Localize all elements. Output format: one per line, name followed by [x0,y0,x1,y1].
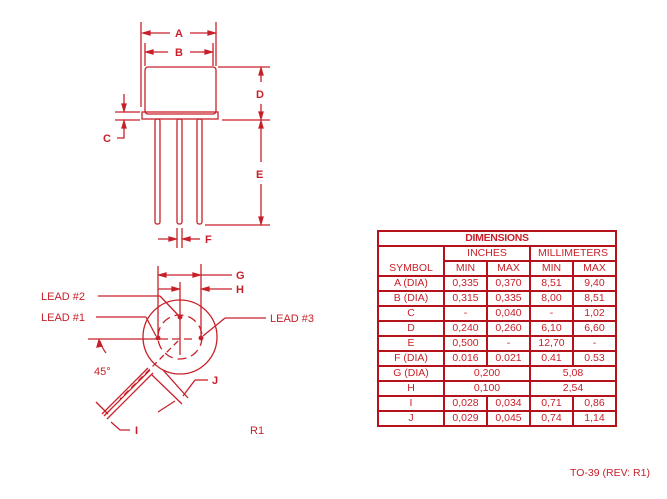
row-symbol: E [377,335,445,352]
table-row: C - 0,040 - 1,02 [377,305,617,322]
dimensions-table: DIMENSIONS SYMBOL INCHES MILLIMETERS MIN… [377,230,617,427]
cell-mm-min: 0,74 [529,410,574,427]
cell-in-max: 0,034 [486,395,531,412]
label-lead-1: LEAD #1 [41,312,85,324]
cell-in-max: 0,370 [486,275,531,292]
millimeters-header: MILLIMETERS [529,245,617,262]
package-bottom-view [88,264,266,431]
table-row: F (DIA) 0.016 0.021 0.41 0.53 [377,350,617,367]
symbol-header: SYMBOL [377,245,445,277]
mm-min-header: MIN [529,260,574,277]
mm-max-header: MAX [572,260,617,277]
label-lead-3: LEAD #3 [270,313,314,325]
table-row: H 0,100 2,54 [377,380,617,397]
cell-mm-span: 2,54 [529,380,617,397]
label-e: E [256,169,263,181]
cell-in-min: 0,029 [443,410,488,427]
cell-in-max: 0,260 [486,320,531,337]
table-title: DIMENSIONS [377,230,617,247]
cell-mm-min: 8,00 [529,290,574,307]
cell-mm-min: 0.41 [529,350,574,367]
row-symbol: I [377,395,445,412]
cell-mm-max: 9,40 [572,275,617,292]
label-b: B [175,47,183,59]
label-j: J [212,375,218,387]
cell-mm-max: 8,51 [572,290,617,307]
cell-in-span: 0,100 [443,380,531,397]
row-symbol: A (DIA) [377,275,445,292]
cell-in-min: 0,028 [443,395,488,412]
row-symbol: J [377,410,445,427]
cell-mm-min: - [529,305,574,322]
label-g: G [236,270,245,282]
package-body-side-view [141,66,219,225]
package-revision-note: TO-39 (REV: R1) [570,467,650,479]
label-d: D [256,89,264,101]
inches-min-header: MIN [443,260,488,277]
label-c: C [103,133,111,145]
dimension-a [140,22,218,107]
table-row: I 0,028 0,034 0,71 0,86 [377,395,617,412]
dimension-e [205,118,270,227]
cell-mm-max: - [572,335,617,352]
dimension-d [218,65,270,122]
cell-in-min: 0,240 [443,320,488,337]
table-row: B (DIA) 0,315 0,335 8,00 8,51 [377,290,617,307]
cell-mm-max: 1,02 [572,305,617,322]
cell-in-max: 0.021 [486,350,531,367]
cell-in-span: 0,200 [443,365,531,382]
row-symbol: F (DIA) [377,350,445,367]
dimension-f [158,228,200,248]
cell-mm-min: 6,10 [529,320,574,337]
cell-mm-min: 0,71 [529,395,574,412]
cell-in-min: 0.016 [443,350,488,367]
table-row: D 0,240 0,260 6,10 6,60 [377,320,617,337]
row-symbol: D [377,320,445,337]
label-lead-2: LEAD #2 [41,291,85,303]
cell-mm-max: 0.53 [572,350,617,367]
label-i: I [135,425,138,437]
label-h: H [236,284,244,296]
cell-in-max: 0,040 [486,305,531,322]
cell-in-max: - [486,335,531,352]
cell-mm-min: 12,70 [529,335,574,352]
cell-in-min: 0,500 [443,335,488,352]
row-symbol: B (DIA) [377,290,445,307]
cell-in-min: 0,315 [443,290,488,307]
cell-in-min: - [443,305,488,322]
cell-in-max: 0,045 [486,410,531,427]
cell-in-max: 0,335 [486,290,531,307]
cell-mm-max: 6,60 [572,320,617,337]
cell-mm-min: 8,51 [529,275,574,292]
inches-header: INCHES [443,245,531,262]
label-a: A [175,28,183,40]
table-row: A (DIA) 0,335 0,370 8,51 9,40 [377,275,617,292]
table-row: E 0,500 - 12,70 - [377,335,617,352]
cell-mm-max: 0,86 [572,395,617,412]
label-rev: R1 [250,425,264,437]
table-row: G (DIA) 0,200 5,08 [377,365,617,382]
row-symbol: C [377,305,445,322]
label-angle-45: 45° [94,366,111,378]
cell-in-min: 0,335 [443,275,488,292]
row-symbol: G (DIA) [377,365,445,382]
label-f: F [205,234,212,246]
dimension-b [143,43,215,66]
inches-max-header: MAX [486,260,531,277]
dimension-c [115,94,140,139]
table-row: J 0,029 0,045 0,74 1,14 [377,410,617,427]
row-symbol: H [377,380,445,397]
cell-mm-span: 5,08 [529,365,617,382]
cell-mm-max: 1,14 [572,410,617,427]
